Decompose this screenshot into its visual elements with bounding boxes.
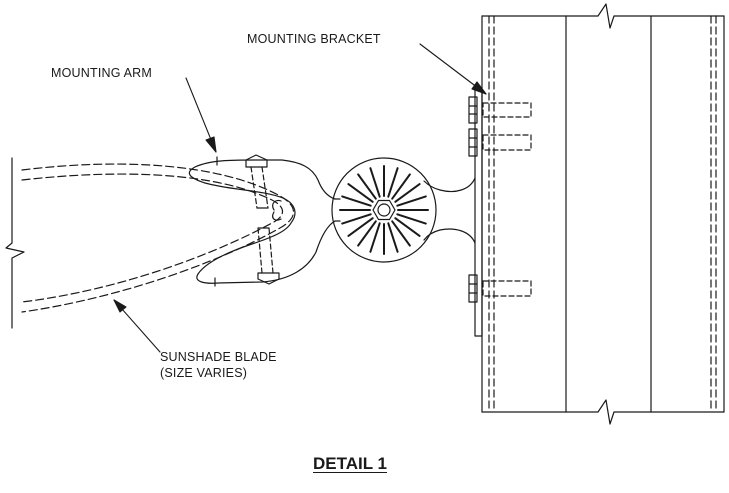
detail-title: DETAIL 1 (313, 454, 387, 473)
hub-serration (370, 168, 379, 197)
top-break-line (482, 4, 724, 28)
hub-serration (342, 196, 371, 205)
mounting-bracket (424, 90, 482, 336)
bolt-upper (469, 97, 531, 123)
hub-serration (348, 218, 372, 236)
arrowhead-blade (114, 300, 126, 312)
hub-serration (397, 214, 426, 223)
hub-serration (388, 168, 397, 197)
hub-serration (395, 218, 419, 236)
hub-serration (392, 221, 410, 245)
mounting-bracket-label: MOUNTING BRACKET (247, 32, 381, 46)
hub-serration (370, 223, 379, 252)
mounting-arm-label: MOUNTING ARM (51, 66, 153, 80)
sunshade-size-note: (SIZE VARIES) (160, 366, 248, 380)
mounting-arm (189, 155, 340, 286)
hub-nut (373, 201, 395, 220)
bottom-break-line (482, 400, 724, 424)
sunshade-blade-label: SUNSHADE BLADE (160, 350, 277, 364)
arrowhead-bracket (472, 82, 486, 94)
leader-arrows (114, 44, 486, 352)
hub-serration (358, 221, 376, 245)
bolt-middle (469, 129, 531, 156)
serrated-hub (332, 158, 436, 262)
hub-serration (392, 174, 410, 198)
arrowhead-arm (206, 137, 216, 152)
mullion-section (482, 4, 724, 424)
hub-serration (395, 184, 419, 202)
hub-serration (348, 184, 372, 202)
bolt-lower (469, 275, 531, 302)
hub-serration (397, 196, 426, 205)
hub-serration (388, 223, 397, 252)
hub-serration (342, 214, 371, 223)
hub-serration (358, 174, 376, 198)
blade-break-line (6, 158, 24, 328)
sunshade-blade (22, 164, 294, 312)
